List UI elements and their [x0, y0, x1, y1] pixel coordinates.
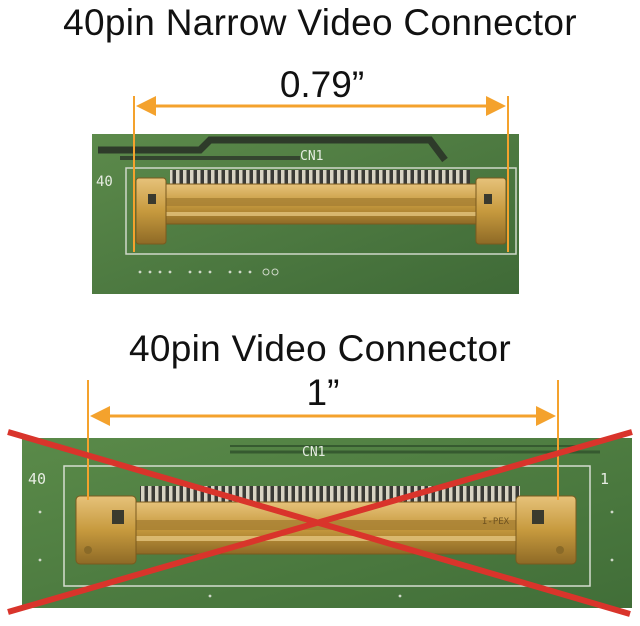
narrow-connector-width-label: 0.79”: [279, 64, 365, 105]
standard-connector-width-label: 1”: [306, 372, 340, 413]
narrow-dimension-indicator: [133, 96, 509, 252]
connector-marking: I-PEX: [482, 517, 510, 527]
narrow-connector-photo: 40 CN1: [92, 134, 519, 294]
cross-out-mark: [7, 429, 633, 617]
narrow-connector-title: 40pin Narrow Video Connector: [63, 2, 577, 43]
standard-pin-1-label: 1: [600, 470, 609, 488]
narrow-connector-pins: [170, 170, 470, 184]
narrow-pcb-label: CN1: [300, 149, 323, 164]
standard-dimension-indicator: [87, 380, 559, 500]
standard-connector-title: 40pin Video Connector: [128, 328, 512, 369]
standard-pcb-label: CN1: [302, 445, 325, 460]
narrow-pin-40-label: 40: [96, 174, 113, 190]
standard-pin-40-label: 40: [28, 470, 46, 488]
